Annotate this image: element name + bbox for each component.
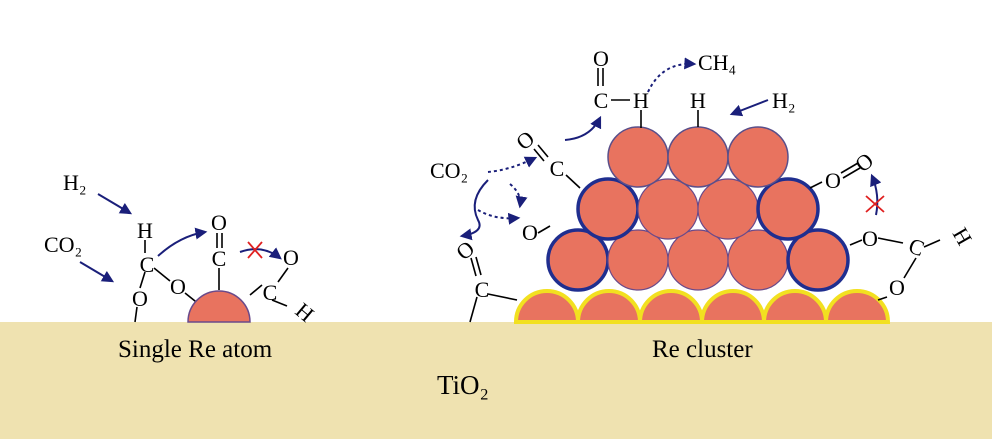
cluster-atom: [637, 178, 699, 240]
cluster-bottom-atom: [513, 289, 581, 324]
cluster-top-atom: [667, 126, 729, 188]
tio2-substrate: [0, 322, 992, 439]
right-o-atom-8: O: [889, 275, 905, 300]
left-bonds: [134, 233, 289, 323]
cluster-atom: [667, 229, 729, 291]
single-atom-caption: Single Re atom: [118, 336, 273, 363]
cluster-top-atom: [727, 126, 789, 188]
left-arrows: [79, 193, 282, 283]
cluster-bottom-atom: [761, 289, 829, 324]
left-h2-label: H₂: [63, 170, 87, 195]
left-co2-label: CO₂: [44, 232, 82, 257]
right-h-atom-3: H: [948, 223, 978, 249]
tio2-label: TiO₂: [437, 370, 489, 400]
right-o-atom-3: O: [522, 220, 538, 245]
cluster-bottom-atom: [575, 289, 643, 324]
right-o-atom-1: O: [593, 46, 609, 71]
ch4-product-label: CH₄: [698, 50, 736, 75]
cluster-top-atom: [607, 126, 669, 188]
left-o-atom-2: O: [170, 274, 186, 299]
left-c-atom-3: C: [263, 280, 278, 305]
right-co2-label: CO₂: [430, 158, 468, 183]
right-c-atom-1: C: [594, 88, 609, 113]
cluster-atom: [786, 228, 850, 292]
right-h2-label: H₂: [772, 88, 796, 113]
single-re-atom: [187, 290, 251, 323]
right-dashed-arrows: [477, 57, 697, 225]
left-c-atom-2: C: [212, 246, 227, 271]
left-red-cross-icon: [247, 241, 263, 259]
left-o-atom-4: O: [283, 245, 299, 270]
right-o-atom-6: O: [850, 148, 878, 177]
left-c-atom-1: C: [140, 252, 155, 277]
right-arrows: [459, 99, 882, 241]
re-cluster: [513, 126, 891, 324]
left-o-atom-3: O: [211, 210, 227, 235]
right-bonds: [469, 68, 941, 323]
cluster-atom: [697, 178, 759, 240]
right-red-cross-icon: [865, 195, 885, 213]
cluster-bottom-atom: [823, 289, 891, 324]
cluster-bottom-atom: [637, 289, 705, 324]
right-h-atom-1: H: [633, 88, 649, 113]
right-c-atom-2: C: [550, 156, 565, 181]
right-o-atom-7: O: [862, 226, 878, 251]
right-o-atom-5: O: [825, 168, 841, 193]
cluster-atom: [576, 177, 640, 241]
cluster-bottom-atom: [699, 289, 767, 324]
right-h-atom-2: H: [690, 88, 706, 113]
cluster-caption: Re cluster: [652, 336, 753, 363]
right-o-atom-4: O: [451, 236, 479, 265]
right-c-atom-3: C: [475, 277, 490, 302]
cluster-atom: [756, 177, 820, 241]
left-o-atom-1: O: [132, 286, 148, 311]
left-h-atom: H: [137, 218, 153, 243]
